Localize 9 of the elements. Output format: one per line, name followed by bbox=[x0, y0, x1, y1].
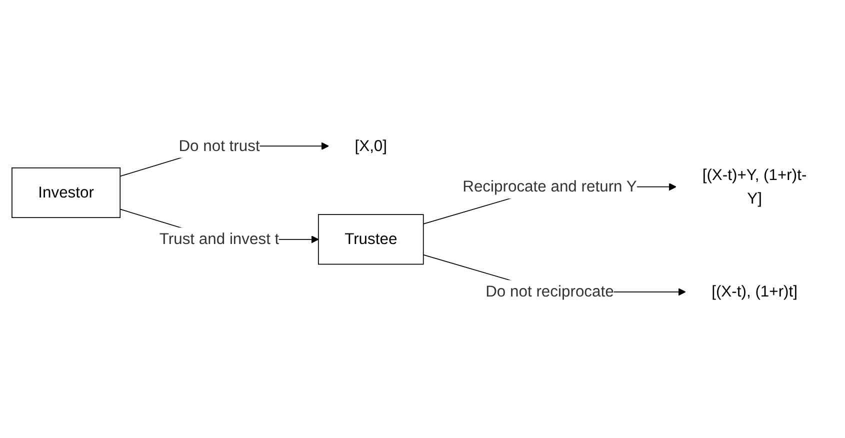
node-box: Trustee bbox=[318, 214, 424, 265]
edge-label: Do not reciprocate bbox=[486, 282, 614, 300]
edge-label: Reciprocate and return Y bbox=[462, 178, 637, 196]
node-text: [(X-t)+Y, (1+r)t-Y] bbox=[702, 166, 807, 207]
edge-label: Do not trust bbox=[178, 136, 260, 154]
node-box: Investor bbox=[12, 167, 121, 218]
edge-label: Trust and invest t bbox=[159, 230, 280, 248]
node-text: [(X-t), (1+r)t] bbox=[712, 282, 798, 300]
node-text: [X,0] bbox=[354, 136, 388, 154]
